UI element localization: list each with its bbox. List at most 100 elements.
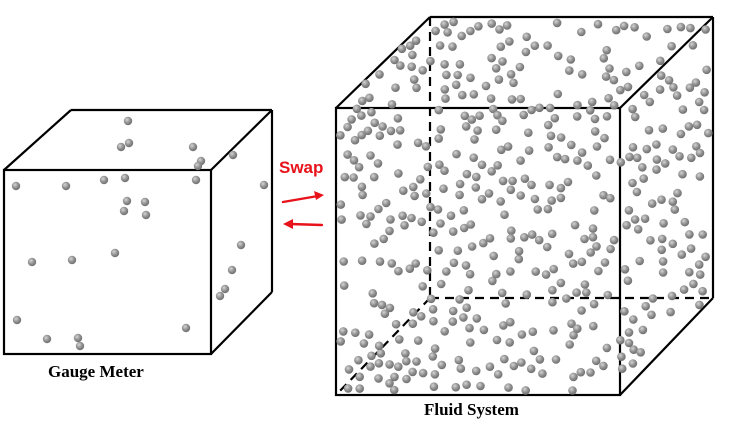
arrow-to-fluid-head — [314, 191, 324, 200]
particle — [193, 161, 203, 171]
particle — [670, 205, 680, 214]
particle — [630, 23, 639, 32]
particle — [599, 190, 608, 200]
particle — [699, 105, 709, 115]
particle — [504, 383, 513, 392]
particle — [694, 260, 704, 269]
particle — [563, 177, 573, 187]
particle — [556, 133, 566, 142]
particle — [497, 145, 506, 155]
particle — [395, 335, 404, 344]
particle — [429, 316, 438, 326]
particle — [423, 162, 433, 172]
particle — [393, 140, 402, 149]
particle — [676, 22, 686, 32]
particle — [675, 152, 684, 161]
particle — [491, 64, 501, 73]
particle — [481, 81, 491, 91]
particle — [609, 101, 619, 110]
particle — [685, 83, 695, 92]
particle — [339, 327, 348, 336]
particle — [698, 286, 707, 296]
particle — [588, 224, 598, 233]
particle — [396, 61, 405, 70]
particle — [436, 279, 446, 289]
particle — [412, 83, 421, 93]
particle — [472, 314, 482, 323]
particle — [565, 340, 574, 349]
particle — [434, 246, 444, 255]
particle — [141, 210, 151, 220]
particle — [509, 78, 518, 88]
particle — [336, 131, 345, 140]
particle — [600, 258, 610, 267]
particle — [459, 223, 469, 233]
particle — [110, 248, 120, 258]
particle — [680, 217, 690, 227]
particle — [503, 142, 513, 151]
particle — [426, 202, 435, 212]
particle — [659, 219, 668, 228]
particle — [236, 240, 246, 250]
particle — [380, 309, 390, 319]
particle — [695, 172, 705, 181]
particle — [677, 250, 687, 259]
particle — [428, 352, 438, 361]
particle — [632, 153, 642, 163]
particle — [465, 269, 475, 279]
particle — [366, 212, 375, 221]
particle — [667, 291, 677, 301]
particle — [623, 82, 633, 92]
particle — [684, 122, 694, 131]
particle — [642, 32, 651, 41]
particle — [678, 105, 688, 114]
particle — [485, 362, 495, 372]
particle — [546, 131, 556, 141]
particle — [552, 152, 562, 162]
particle — [370, 118, 380, 128]
particle — [367, 107, 376, 117]
particle — [116, 142, 126, 152]
particle — [686, 244, 696, 253]
particle — [702, 65, 711, 75]
particle — [573, 156, 582, 165]
particle — [442, 70, 451, 80]
particle — [418, 282, 428, 291]
particle — [409, 308, 418, 317]
particle — [479, 325, 489, 335]
particle — [700, 88, 709, 97]
particle — [469, 153, 479, 162]
particle — [567, 319, 576, 329]
particle — [524, 146, 534, 155]
particle — [227, 265, 237, 275]
particle — [405, 264, 415, 274]
particle — [521, 386, 530, 395]
particle — [99, 175, 109, 185]
particle — [340, 172, 350, 182]
particle — [391, 83, 400, 92]
particle — [530, 41, 540, 50]
particle — [552, 18, 562, 28]
particle — [408, 319, 418, 329]
particle — [498, 176, 508, 186]
particle — [641, 301, 650, 311]
particle — [451, 382, 461, 392]
particle — [494, 75, 504, 84]
particle — [506, 267, 515, 276]
particle — [488, 104, 498, 114]
particle — [573, 100, 582, 110]
gauge-meter-caption: Gauge Meter — [48, 362, 144, 381]
particle — [629, 345, 638, 355]
particle — [496, 197, 506, 206]
particle — [493, 161, 503, 170]
particle — [408, 367, 417, 377]
particle — [664, 76, 674, 85]
particle — [639, 90, 649, 100]
particle — [375, 257, 385, 266]
particle — [471, 366, 481, 376]
particle — [453, 246, 463, 255]
particle — [520, 174, 530, 183]
particle — [506, 234, 516, 243]
particle — [381, 198, 391, 208]
particle — [73, 333, 83, 343]
